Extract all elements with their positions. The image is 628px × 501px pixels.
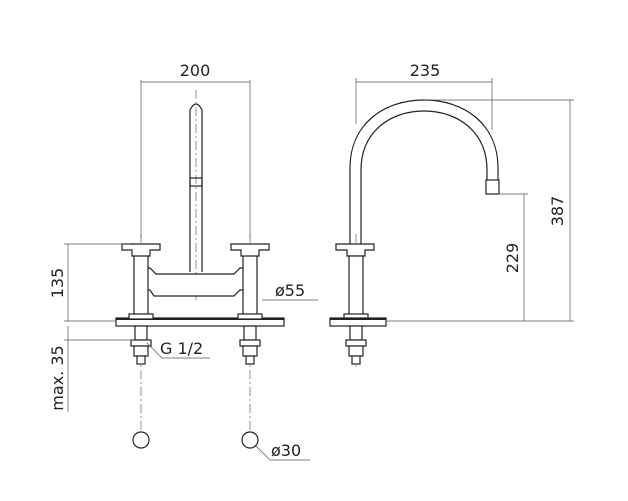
left-cross-handle	[121, 243, 161, 257]
front-spout-ring	[189, 177, 203, 187]
front-view: 200	[48, 61, 318, 461]
front-spout-tube	[189, 103, 203, 272]
side-valve-body	[348, 255, 364, 319]
dim-200-label: 200	[180, 61, 211, 80]
dim-229-label: 229	[503, 243, 522, 274]
front-bridge	[136, 267, 255, 297]
dim-max35-label: max. 35	[48, 345, 67, 410]
side-countertop-edge	[330, 318, 386, 320]
dim-235-label: 235	[410, 61, 441, 80]
side-connector	[345, 325, 367, 365]
dim-387-label: 387	[548, 196, 567, 227]
side-cross-handle	[335, 243, 375, 257]
left-connector	[130, 325, 152, 365]
right-flange	[237, 313, 263, 320]
dia30-leader-diag	[255, 445, 271, 461]
side-spout-outlet	[485, 179, 500, 195]
left-valve-body	[133, 253, 149, 319]
right-mounting-hole	[241, 431, 259, 449]
left-mounting-hole	[132, 431, 150, 449]
right-connector	[239, 325, 261, 365]
dia30-label: ø30	[271, 441, 301, 460]
right-cross-handle	[230, 243, 270, 257]
left-flange	[128, 313, 154, 320]
side-view: 235 229 387	[329, 61, 574, 368]
g12-label: G 1/2	[160, 339, 203, 358]
dim-135-label: 135	[48, 268, 67, 299]
dia55-label: ø55	[275, 281, 305, 300]
front-countertop-edge	[116, 318, 284, 320]
g12-leader-diag	[146, 342, 163, 359]
side-spout-inner	[360, 110, 488, 244]
side-spout-outer	[349, 99, 499, 244]
right-valve-body	[242, 253, 258, 319]
